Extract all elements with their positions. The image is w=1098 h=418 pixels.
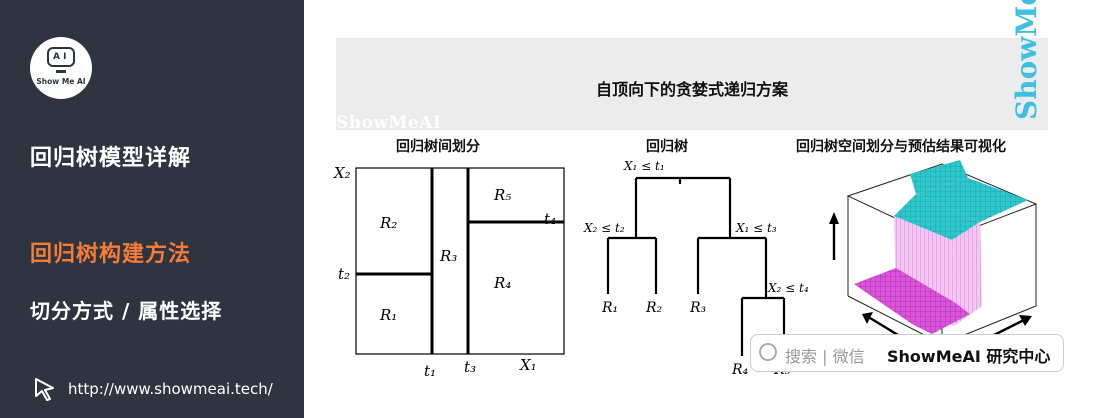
- robot-eyes-label: A I: [53, 52, 67, 62]
- split-label-right: X₁ ≤ t₃: [735, 221, 777, 235]
- banner-title: 自顶向下的贪婪式递归方案: [595, 80, 788, 99]
- axis-x-label: X₁: [519, 356, 537, 374]
- region-r3: R₃: [439, 247, 457, 265]
- cursor-icon: [35, 378, 54, 401]
- region-r2: R₂: [379, 214, 397, 232]
- sidebar-active-section[interactable]: 回归树构建方法: [30, 242, 192, 267]
- search-brand-name: ShowMeAI: [887, 347, 981, 366]
- banner: 自顶向下的贪婪式递归方案: [336, 38, 1048, 130]
- split-label-left: X₂ ≤ t₂: [583, 221, 625, 235]
- partition-border: [355, 167, 565, 355]
- tree-diagram: X₁ ≤ t₁ X₂ ≤ t₂ X₁ ≤ t₃ X₂ ≤ t₄ R₁ R₂ R₃…: [583, 159, 809, 378]
- region-r5: R₅: [493, 186, 511, 204]
- search-bar[interactable]: 搜索 | 微信 ShowMeAI 研究中心: [750, 334, 1064, 372]
- surface-panel-title: 回归树空间划分与预估结果可视化: [796, 139, 1006, 155]
- sidebar-subsection[interactable]: 切分方式 / 属性选择: [30, 299, 223, 323]
- search-brand: ShowMeAI 研究中心: [887, 343, 1050, 367]
- site-url-link[interactable]: http://www.showmeai.tech/: [68, 380, 273, 398]
- content-area: 自顶向下的贪婪式递归方案 ShowMeAI ShowMeAI 回归树间划分 回归…: [304, 0, 1098, 418]
- surface-block-cyan-2: [916, 178, 1028, 222]
- surface-block-cyan-3: [894, 194, 980, 240]
- region-r4: R₄: [493, 274, 511, 292]
- sidebar: A I Show Me AI 回归树模型详解 回归树构建方法 切分方式 / 属性…: [0, 0, 304, 418]
- tick-t3: t₃: [464, 358, 476, 376]
- leaf-r1: R₁: [601, 300, 618, 316]
- surface-plot: [829, 160, 1038, 354]
- search-brand-suffix: 研究中心: [986, 347, 1051, 366]
- axis-y-label: X₂: [333, 164, 351, 182]
- tree-panel-title: 回归树: [646, 139, 688, 155]
- vertical-watermark-part1: ShowMe: [1010, 0, 1043, 120]
- sidebar-title: 回归树模型详解: [30, 146, 192, 171]
- logo-text: Show Me AI: [36, 77, 86, 86]
- surface-block-cyan-1: [910, 160, 968, 194]
- search-icon: [759, 343, 777, 361]
- region-r1: R₁: [379, 306, 397, 324]
- vertical-watermark: ShowMeAI: [1010, 0, 1043, 120]
- tick-t4: t₄: [544, 210, 556, 228]
- surface-block-magenta-2: [912, 302, 970, 334]
- leaf-r3: R₃: [689, 300, 707, 316]
- tick-t1: t₁: [424, 362, 436, 380]
- tree-edges: [606, 176, 786, 356]
- surface-block-magenta-1: [854, 268, 954, 324]
- leaf-r4: R₄: [731, 362, 749, 378]
- leaf-r2: R₂: [645, 300, 663, 316]
- partition-panel-title: 回归树间划分: [396, 139, 480, 155]
- tick-t2: t₂: [338, 265, 350, 283]
- split-label-rr: X₂ ≤ t₄: [767, 281, 809, 295]
- robot-mouth: [56, 70, 66, 73]
- search-text: 搜索 | 微信: [785, 347, 865, 366]
- robot-icon: A I: [47, 47, 75, 73]
- partition-diagram: X₂ X₁ t₁ t₂ t₃ t₄ R₁ R₂ R₃ R₄ R₅: [333, 164, 565, 380]
- surface-wall-2: [952, 222, 982, 326]
- showmeai-logo[interactable]: A I Show Me AI: [30, 37, 92, 99]
- split-label-root: X₁ ≤ t₁: [623, 159, 665, 173]
- banner-watermark: ShowMeAI: [336, 113, 442, 133]
